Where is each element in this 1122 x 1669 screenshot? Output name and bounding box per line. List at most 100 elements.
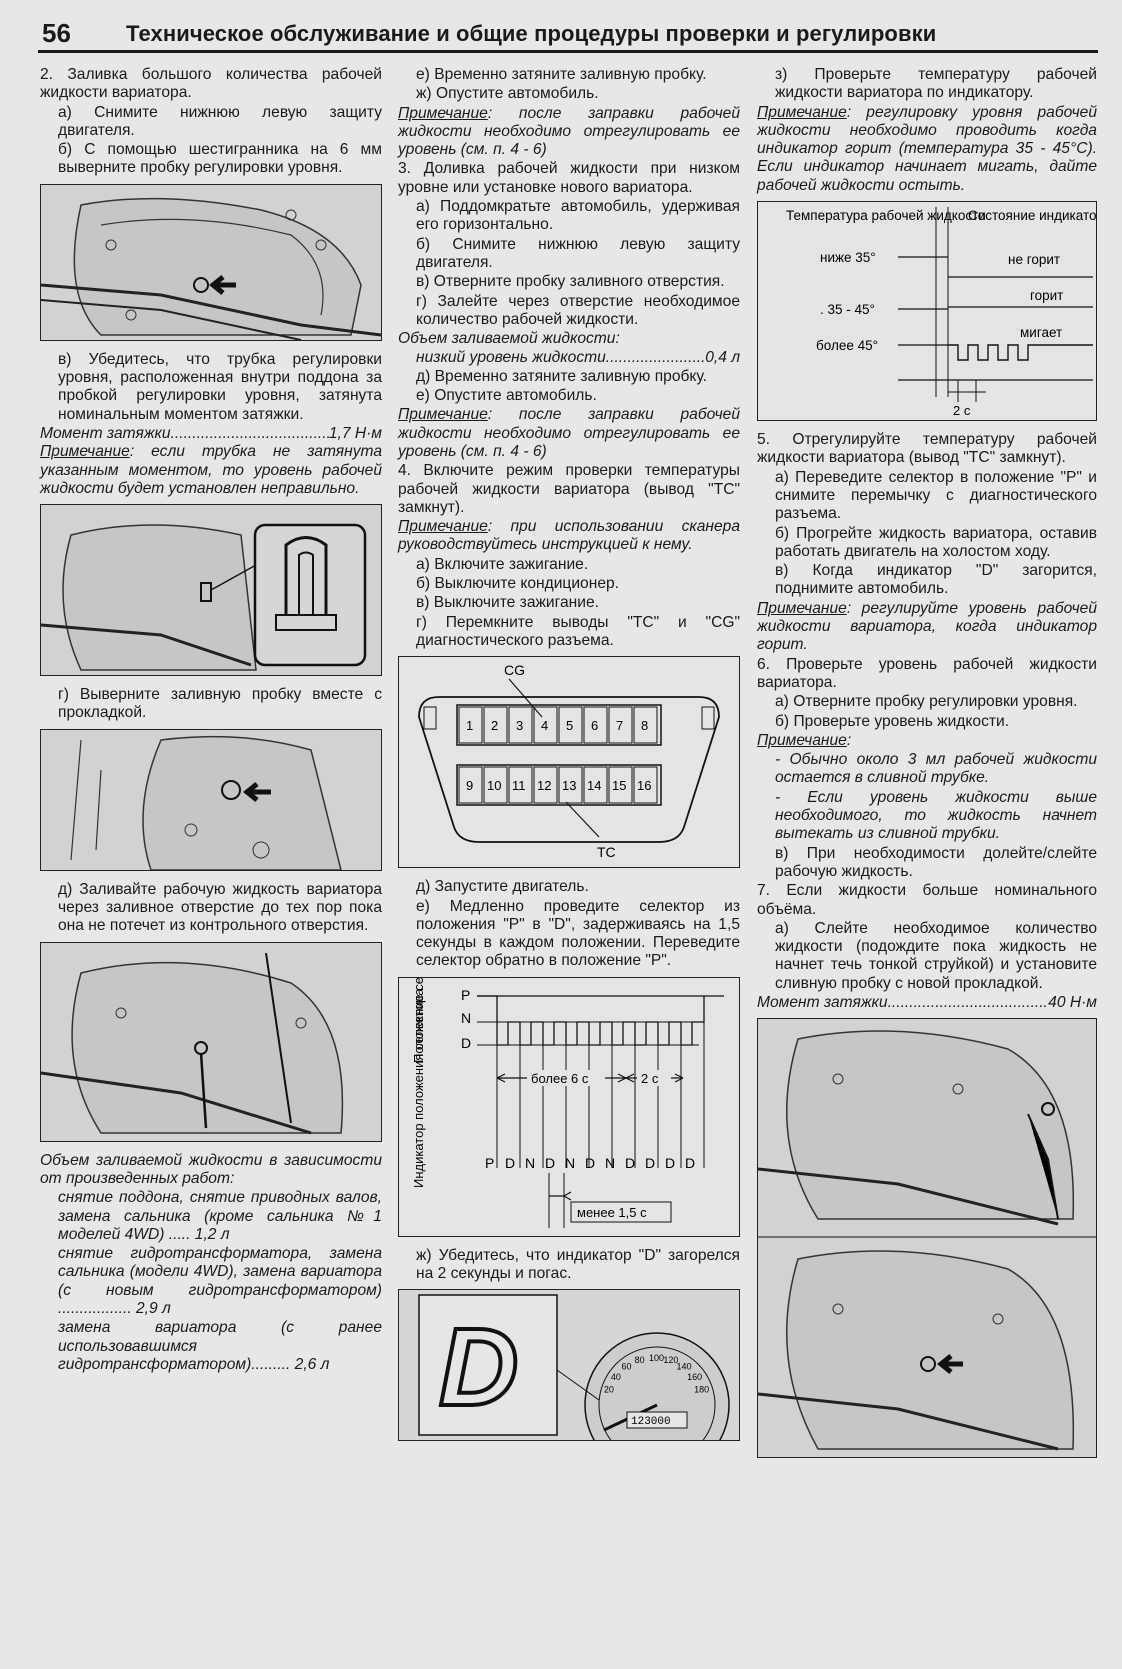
figure-level-tube xyxy=(40,504,382,677)
step-4z: з) Проверьте температуру рабочей жидкост… xyxy=(775,66,1097,102)
diag-on: горит xyxy=(1030,288,1063,303)
note-1: Примечание: если трубка не затянута указ… xyxy=(40,443,382,497)
timing-n: N xyxy=(461,1010,471,1026)
note-3-2: Примечание: регулируйте уровень рабочей … xyxy=(757,599,1097,654)
pin-box xyxy=(608,706,633,744)
volume-low: низкий уровень жидкости 0,4 л xyxy=(398,349,740,367)
diag-2s: 2 с xyxy=(953,403,971,418)
pin-box xyxy=(558,706,583,744)
pin-box xyxy=(633,766,658,804)
figure-drain-plug xyxy=(757,1018,1097,1459)
pin-label: 8 xyxy=(641,718,648,733)
indicator-d-digit: D xyxy=(439,1306,518,1429)
diag-below: ниже 35° xyxy=(820,250,876,265)
diag-above: более 45° xyxy=(816,338,878,353)
step-5-title: 5. Отрегулируйте температуру рабочей жид… xyxy=(757,431,1097,467)
step-4v: в) Выключите зажигание. xyxy=(416,594,599,612)
timing-steps xyxy=(477,995,705,1168)
indicator-letter: D xyxy=(665,1155,675,1171)
step-3e: е) Опустите автомобиль. xyxy=(416,387,597,405)
indicator-letter: N xyxy=(565,1155,575,1171)
pin-box xyxy=(458,766,483,804)
note-3-3-line1: - Обычно около 3 мл рабочей жидкости ост… xyxy=(775,751,1097,787)
gauge-tick-label: 100 xyxy=(649,1353,664,1363)
gauge-tick-label: 140 xyxy=(677,1362,692,1372)
diag-state-header: Состояние индикатора xyxy=(968,208,1096,223)
step-2zh: ж) Опустите автомобиль. xyxy=(416,85,599,103)
gauge-tick-label: 80 xyxy=(635,1356,645,1366)
page-number: 56 xyxy=(42,18,71,48)
torque-value: 1,7 Н·м xyxy=(328,424,382,442)
indicator-letter: D xyxy=(625,1155,635,1171)
step-3d: д) Временно затяните заливную пробку. xyxy=(416,367,707,385)
figure-fill-overflow xyxy=(40,941,382,1142)
pin-label: 14 xyxy=(587,778,601,793)
indicator-letter: D xyxy=(585,1155,595,1171)
step-3v: в) Отверните пробку заливного отверстия. xyxy=(416,273,725,291)
pin-label: 7 xyxy=(616,718,623,733)
pin-box xyxy=(583,766,608,804)
pin-box xyxy=(633,706,658,744)
gauge-tick-label: 20 xyxy=(604,1385,614,1395)
step-4-title: 4. Включите режим проверки температуры р… xyxy=(398,462,740,516)
step-3a: а) Поддомкратьте автомобиль, удерживая е… xyxy=(416,198,740,234)
pin-label: 4 xyxy=(541,718,548,733)
pin-label: 12 xyxy=(537,778,551,793)
step-7-title: 7. Если жидкости больше номинального объ… xyxy=(757,882,1097,918)
diag-off: не горит xyxy=(1008,252,1060,267)
step-4a: а) Включите зажигание. xyxy=(416,555,589,573)
indicator-letter: D xyxy=(685,1155,695,1171)
indicator-letter: N xyxy=(525,1155,535,1171)
pin-box xyxy=(458,706,483,744)
step-4zh: ж) Убедитесь, что индикатор "D" загорелс… xyxy=(416,1246,740,1282)
indicator-letter: P xyxy=(485,1155,494,1171)
pin-label: 3 xyxy=(516,718,523,733)
temperature-indicator-figure: Температура рабочей жидкости Состояние и… xyxy=(757,201,1097,422)
step-6v: в) При необходимости долейте/слейте рабо… xyxy=(775,844,1097,880)
step-2v: в) Убедитесь, что трубка регулировки уро… xyxy=(58,350,382,423)
step-3-title: 3. Доливка рабочей жидкости при низком у… xyxy=(398,160,740,196)
selector-position-waveform xyxy=(477,995,705,1046)
timing-label-position: Положение селектора xyxy=(411,978,426,1063)
step-2a: а) Снимите нижнюю левую защиту двигателя… xyxy=(58,103,382,139)
figure-fill-plug xyxy=(40,728,382,871)
pin-label: 11 xyxy=(512,778,526,793)
diag-mid: . 35 - 45° xyxy=(820,302,875,317)
pin-box xyxy=(558,766,583,804)
step-3b: б) Снимите нижнюю левую защиту двигателя… xyxy=(416,235,740,271)
gauge-tick-label: 180 xyxy=(694,1385,709,1395)
pin-label: 15 xyxy=(612,778,626,793)
column-2: е) Временно затяните заливную пробку. ж)… xyxy=(398,66,740,1451)
timing-less15: менее 1,5 с xyxy=(577,1205,647,1220)
note-3-3: Примечание: xyxy=(757,731,852,749)
column-1: 2. Заливка большого количества рабочей ж… xyxy=(40,66,382,1375)
pin-box xyxy=(533,766,558,804)
pin-box xyxy=(508,766,533,804)
step-2b: б) С помощью шестигранника на 6 мм вывер… xyxy=(58,141,382,177)
timing-2s: 2 с xyxy=(641,1071,659,1086)
torque-label: Момент затяжки xyxy=(40,424,171,442)
volume-label: Объем заливаемой жидкости: xyxy=(398,330,620,348)
cg-label: CG xyxy=(504,662,525,678)
note-2-2: Примечание: после заправки рабочей жидко… xyxy=(398,406,740,460)
timing-d: D xyxy=(461,1035,471,1051)
step-4e: е) Медленно проведите селектор из положе… xyxy=(416,897,740,970)
volume-title: Объем заливаемой жидкости в зависимости … xyxy=(40,1151,382,1187)
pin-label: 2 xyxy=(491,718,498,733)
pin-box xyxy=(483,766,508,804)
pin-box xyxy=(508,706,533,744)
indicator-letter: D xyxy=(645,1155,655,1171)
indicator-letter: N xyxy=(605,1155,615,1171)
selector-timing-figure: Положение селектора Индикатор положения … xyxy=(398,976,740,1237)
indicator-letter: D xyxy=(545,1155,555,1171)
step-4d: д) Запустите двигатель. xyxy=(416,878,589,896)
note-2-3: Примечание: при использовании сканера ру… xyxy=(398,518,740,554)
pin-label: 5 xyxy=(566,718,573,733)
pin-box xyxy=(533,706,558,744)
pin-label: 9 xyxy=(466,778,473,793)
page-title: Техническое обслуживание и общие процеду… xyxy=(126,21,937,46)
gauge-tick-label: 120 xyxy=(663,1356,678,1366)
